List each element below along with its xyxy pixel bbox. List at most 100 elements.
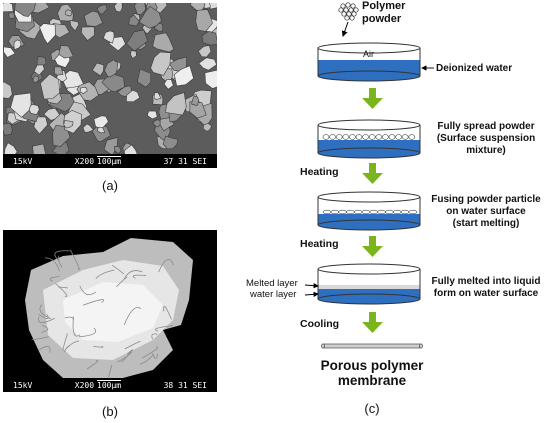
powder-particle	[113, 3, 123, 13]
final-membrane-label: Porous polymer membrane	[320, 358, 424, 388]
powder-particle	[152, 32, 175, 53]
membrane-fiber	[121, 349, 133, 363]
membrane-fiber	[38, 316, 55, 324]
powder-bead	[408, 134, 416, 140]
fusing-bead	[408, 209, 418, 215]
membrane-fiber	[83, 299, 105, 306]
powder-particle	[91, 62, 105, 77]
membrane	[321, 343, 423, 349]
powder-micrograph	[3, 3, 217, 154]
powder-particle	[33, 116, 48, 135]
membrane-fiber	[38, 313, 49, 320]
powder-bead	[382, 134, 389, 140]
powder-particle	[153, 92, 162, 100]
fusing-bead	[322, 209, 332, 215]
powder-particle	[162, 135, 179, 150]
membrane-fiber	[155, 325, 173, 332]
process-arrow-4	[362, 312, 383, 333]
powder-particle	[124, 144, 138, 154]
membrane-fiber	[86, 360, 99, 370]
sem-scale: 100µm	[97, 380, 122, 390]
powder-particle	[14, 3, 37, 17]
water-layer-label: water layer	[250, 289, 297, 300]
membrane-fiber	[49, 276, 60, 282]
powder-particle	[33, 64, 45, 76]
step-3-label: Fusing powder particle on water surface …	[431, 194, 541, 229]
powder-bead	[395, 134, 402, 140]
powder-particle	[4, 142, 18, 154]
powder-particle	[3, 81, 13, 99]
process-arrow-2	[362, 163, 383, 184]
sem-mode: SEI	[192, 156, 207, 166]
dish-2	[317, 119, 421, 159]
melted-layer-label: Melted layer	[246, 278, 298, 289]
powder-particle	[69, 20, 80, 32]
membrane-fiber	[38, 345, 51, 353]
polymer-powder-label: Polymer powder	[362, 0, 406, 25]
powder-particle	[82, 123, 94, 133]
powder-particle	[150, 51, 172, 76]
membrane-fiber	[139, 354, 154, 365]
fusing-bead	[353, 209, 363, 215]
powder-particle	[83, 10, 104, 27]
membrane-fiber	[65, 340, 80, 350]
powder-bead	[368, 134, 376, 140]
powder-particle	[96, 4, 108, 16]
powder-particle	[197, 45, 212, 58]
sem-info-bar-b: 15kV X200 100µm 38 31 SEI	[3, 378, 217, 392]
powder-particle	[3, 3, 14, 13]
powder-particle	[10, 92, 32, 118]
membrane-fiber	[95, 269, 115, 280]
melted-layer-pointer	[304, 282, 319, 289]
powder-cluster	[338, 2, 359, 21]
panel-label-b: (b)	[102, 404, 118, 419]
step-2-label: Fully spread powder (Surface suspension …	[436, 121, 536, 156]
membrane-fiber	[142, 346, 159, 359]
powder-particle	[189, 101, 207, 119]
membrane-fiber	[111, 264, 125, 275]
fusing-bead	[385, 209, 394, 215]
fusing-bead	[346, 209, 355, 215]
fusing-bead	[338, 209, 347, 215]
powder-bead	[375, 134, 383, 140]
powder-particle	[63, 120, 74, 129]
membrane-fiber	[72, 316, 81, 337]
powder-particle	[13, 39, 22, 51]
powder-particle	[126, 89, 141, 103]
fusing-bead	[330, 209, 340, 215]
powder-particle	[163, 79, 174, 90]
membrane-fiber	[39, 304, 52, 320]
powder-particle	[3, 46, 16, 58]
powder-particle	[152, 119, 162, 128]
panel-label-a: (a)	[102, 178, 118, 193]
powder-particle	[204, 69, 217, 89]
membrane-fiber	[58, 286, 68, 289]
powder-particle	[39, 23, 56, 45]
powder-bead	[342, 134, 350, 140]
powder-bead	[401, 134, 409, 140]
step-4-label: Fully melted into liquid form on water s…	[431, 276, 541, 299]
sem-image-b: 15kV X200 100µm 38 31 SEI	[3, 230, 217, 392]
powder-particle	[191, 95, 199, 106]
dish-4	[317, 263, 421, 305]
air-label: Air	[363, 49, 374, 59]
process-arrow-3	[362, 236, 383, 257]
process-arrow-1	[362, 88, 383, 109]
powder-bead	[388, 134, 396, 140]
powder-arrow	[341, 21, 349, 37]
membrane-fiber	[123, 307, 142, 325]
sem-code1: 38	[163, 380, 174, 390]
powder-particle	[195, 9, 213, 32]
powder-particle	[97, 127, 106, 134]
powder-particle	[138, 5, 162, 29]
powder-particle	[198, 57, 217, 71]
powder-particle	[81, 26, 95, 42]
membrane-fiber	[44, 257, 60, 272]
water-layer-pointer	[304, 291, 319, 298]
fusing-bead	[361, 209, 371, 215]
powder-particle	[65, 9, 73, 17]
powder-bead	[355, 134, 363, 140]
sem-magnification: X200	[74, 156, 95, 166]
powder-particle	[147, 110, 158, 120]
